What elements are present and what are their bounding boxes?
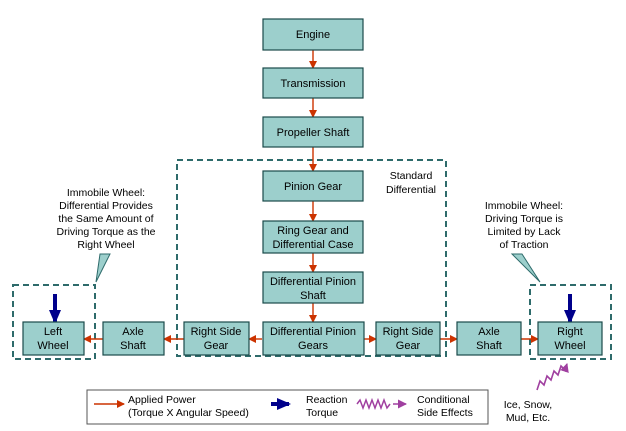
node-pinion-gear-label: Pinion Gear xyxy=(284,181,342,193)
legend-reaction-line2: Torque xyxy=(306,407,338,419)
right-wheel-region xyxy=(529,284,612,360)
node-left-side-gear: Right Side Gear xyxy=(183,321,250,356)
left-note-line3: the Same Amount of xyxy=(58,213,153,225)
node-diff-pinion-gears: Differential Pinion Gears xyxy=(262,321,365,356)
right-note-line3: Limited by Lack xyxy=(488,226,562,238)
node-left-side-gear-line1: Right Side xyxy=(191,326,242,338)
left-note-line2: Differential Provides xyxy=(59,200,153,212)
conditions-label: Ice, Snow, Mud, Etc. xyxy=(504,399,552,424)
node-left-wheel-line1: Left xyxy=(44,326,62,338)
node-left-axle-line2: Shaft xyxy=(120,340,146,352)
node-left-axle-shaft: Axle Shaft xyxy=(102,321,165,356)
legend-power-line2: (Torque X Angular Speed) xyxy=(128,407,249,419)
node-left-wheel-line2: Wheel xyxy=(37,340,68,352)
standard-differential-line1: Standard xyxy=(390,170,433,182)
node-right-side-gear-line2: Gear xyxy=(396,340,421,352)
node-engine-label: Engine xyxy=(296,29,330,41)
node-ring-gear-line2: Differential Case xyxy=(272,239,353,251)
node-right-axle-shaft: Axle Shaft xyxy=(456,321,522,356)
node-diff-pinion-shaft-line2: Shaft xyxy=(300,290,326,302)
right-note-line4: of Traction xyxy=(499,239,548,251)
legend-frame xyxy=(86,389,489,425)
node-ring-gear-line1: Ring Gear and xyxy=(277,225,349,237)
node-right-side-gear-line1: Right Side xyxy=(383,326,434,338)
left-wheel-region xyxy=(12,284,96,360)
right-callout-pointer xyxy=(510,253,541,283)
legend-reaction-line1: Reaction xyxy=(306,394,348,406)
right-wheel-note: Immobile Wheel: Driving Torque is Limite… xyxy=(485,200,563,251)
legend-power-line1: Applied Power xyxy=(128,394,196,406)
left-note-line1: Immobile Wheel: xyxy=(67,187,145,199)
node-engine: Engine xyxy=(262,18,364,51)
left-note-line4: Driving Torque as the xyxy=(56,226,155,238)
node-ring-gear: Ring Gear and Differential Case xyxy=(262,220,364,254)
node-right-axle-line1: Axle xyxy=(478,326,499,338)
node-diff-pinion-shaft: Differential Pinion Shaft xyxy=(262,271,364,304)
node-pinion-gear: Pinion Gear xyxy=(262,170,364,202)
node-right-axle-line2: Shaft xyxy=(476,340,502,352)
node-left-wheel: Left Wheel xyxy=(22,321,85,356)
left-callout-pointer xyxy=(95,253,111,283)
right-note-line2: Driving Torque is xyxy=(485,213,563,225)
node-diff-pinion-gears-line1: Differential Pinion xyxy=(270,326,356,338)
left-wheel-note: Immobile Wheel: Differential Provides th… xyxy=(56,187,155,251)
legend: Applied Power (Torque X Angular Speed) R… xyxy=(86,389,489,425)
node-right-side-gear: Right Side Gear xyxy=(375,321,441,356)
right-note-line1: Immobile Wheel: xyxy=(485,200,563,212)
side-effect-squiggle xyxy=(536,363,569,391)
node-transmission: Transmission xyxy=(262,67,364,99)
node-diff-pinion-shaft-line1: Differential Pinion xyxy=(270,276,356,288)
node-transmission-label: Transmission xyxy=(281,78,346,90)
legend-side-effect-swatch xyxy=(356,397,391,411)
conditions-line2: Mud, Etc. xyxy=(506,412,550,424)
node-propeller-shaft: Propeller Shaft xyxy=(262,116,364,148)
node-left-axle-line1: Axle xyxy=(122,326,143,338)
standard-differential-label: Standard Differential xyxy=(386,170,436,196)
conditions-line1: Ice, Snow, xyxy=(504,399,552,411)
node-right-wheel-line2: Wheel xyxy=(554,340,585,352)
node-left-side-gear-line2: Gear xyxy=(204,340,229,352)
legend-side-effects-line2: Side Effects xyxy=(417,407,473,419)
standard-differential-region xyxy=(176,159,447,357)
node-right-wheel: Right Wheel xyxy=(537,321,603,356)
left-note-line5: Right Wheel xyxy=(77,239,134,251)
legend-side-effects-line1: Conditional xyxy=(417,394,470,406)
node-propeller-shaft-label: Propeller Shaft xyxy=(277,127,350,139)
node-right-wheel-line1: Right xyxy=(557,326,583,338)
node-diff-pinion-gears-line2: Gears xyxy=(298,340,328,352)
standard-differential-line2: Differential xyxy=(386,184,436,196)
